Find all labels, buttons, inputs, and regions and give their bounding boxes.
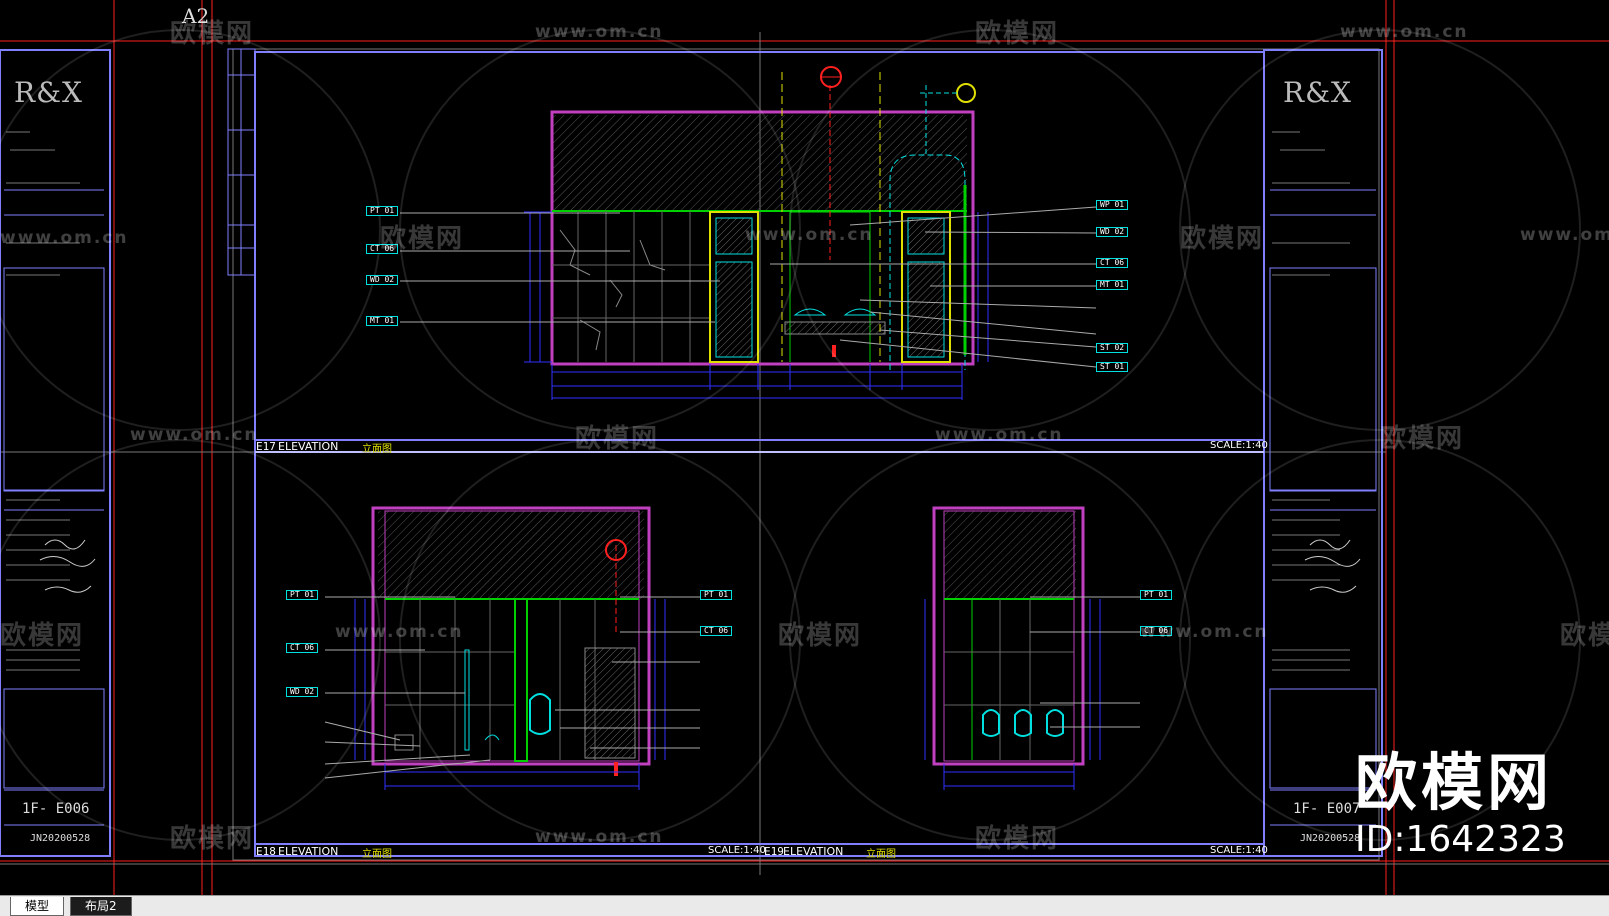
titleblock-text-lines <box>6 131 1350 671</box>
titleblock-left-code: JN20200528 <box>30 833 91 844</box>
material-tag: WP 01 <box>1096 200 1129 210</box>
titleblock-right-logo: R&X <box>1283 76 1352 109</box>
material-tag: ST 02 <box>1096 343 1129 353</box>
material-tag: MT 01 <box>366 316 399 326</box>
titleblock-right-lines <box>1269 189 1377 826</box>
material-tag: CT 06 <box>1140 626 1173 636</box>
view-e18-title-cn: 立面图 <box>362 849 392 860</box>
view-e19-id: E19 <box>764 845 784 858</box>
view-e17-title: ELEVATION <box>278 440 339 453</box>
signature-marks <box>39 539 1361 593</box>
view-e18-scale: SCALE:1:40 <box>708 845 766 856</box>
view-e17-scale: SCALE:1:40 <box>1210 440 1268 451</box>
titleblock-left-lines <box>3 189 105 826</box>
revision-strip <box>227 48 256 276</box>
view-e19-title: ELEVATION <box>783 845 844 858</box>
tab-model[interactable]: 模型 <box>10 897 65 916</box>
material-tag: MT 01 <box>1096 280 1129 290</box>
material-tag: PT 01 <box>366 206 399 216</box>
material-tag: ST 01 <box>1096 362 1129 372</box>
view-e18-id: E18 <box>256 845 276 858</box>
titleblock-right-code: JN20200528 <box>1300 833 1361 844</box>
view-e19-title-cn: 立面图 <box>866 849 896 860</box>
titleblock-left-sheet-number: 1F- E006 <box>22 801 90 817</box>
material-tag: PT 01 <box>700 590 733 600</box>
sheet-inner-frames <box>0 49 1383 857</box>
watermark-logo: 欧模网 <box>1355 746 1554 819</box>
titleblock-left-logo: R&X <box>14 76 83 109</box>
elevation-e17 <box>400 66 1097 400</box>
titleblock-right-sheet-number: 1F- E007 <box>1293 801 1361 817</box>
material-tag: CT 06 <box>1096 258 1129 268</box>
material-tag: CT 06 <box>366 244 399 254</box>
material-tag: WD 02 <box>1096 227 1129 237</box>
elevation-e18 <box>324 506 700 790</box>
sheet-marker: A2 <box>182 4 210 28</box>
elevation-e19 <box>924 506 1140 790</box>
view-e19-scale: SCALE:1:40 <box>1210 845 1268 856</box>
material-tag: WD 02 <box>286 687 319 697</box>
cad-drawing-svg <box>0 0 1609 895</box>
tab-layout2[interactable]: 布局2 <box>70 897 132 916</box>
layout-tab-bar: 模型 布局2 <box>0 895 1609 916</box>
view-e17-title-cn: 立面图 <box>362 444 392 455</box>
watermark-id: ID:1642323 <box>1355 819 1566 860</box>
material-tag: PT 01 <box>1140 590 1173 600</box>
material-tag: CT 06 <box>286 643 319 653</box>
material-tag: PT 01 <box>286 590 319 600</box>
material-tag: WD 02 <box>366 275 399 285</box>
watermark-circles <box>0 29 1581 841</box>
view-e18-title: ELEVATION <box>278 845 339 858</box>
sheet-border-lines <box>0 0 1609 895</box>
cad-drawing-canvas[interactable]: A2 R&X 1F- E006 JN20200528 R&X 1F- E007 … <box>0 0 1609 895</box>
material-tag: CT 06 <box>700 626 733 636</box>
view-e17-id: E17 <box>256 440 276 453</box>
